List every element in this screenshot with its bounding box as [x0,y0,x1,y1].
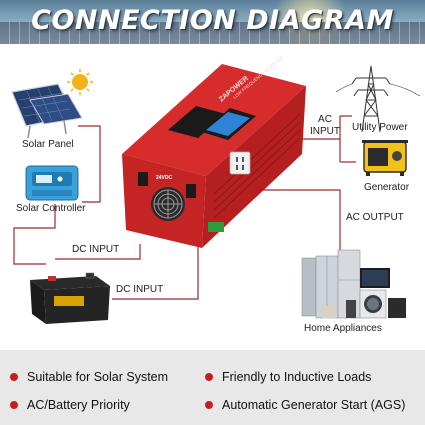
feature-item: Friendly to Inductive Loads [205,370,371,384]
bullet-dot-icon [205,401,213,409]
feature-text: AC/Battery Priority [27,398,130,412]
wire-controller-to-battery [13,204,56,265]
ac-output-label: AC OUTPUT [346,212,404,223]
wire-dc-input-2 [112,244,199,300]
diagram-area: Solar Panel Solar Controller AC INPUT Ut… [0,44,425,350]
wire-dc-input-1 [55,244,141,260]
feature-item: Automatic Generator Start (AGS) [205,398,405,412]
ac-input-label-line-1: AC [318,114,332,125]
dc-input-label-1: DC INPUT [72,244,120,255]
feature-text: Suitable for Solar System [27,370,169,384]
wire-panel-to-controller [78,125,101,203]
ac-input-label-line-2: INPUT [310,126,340,137]
generator-icon [362,140,408,176]
battery-icon [30,272,110,324]
bullet-dot-icon [10,401,18,409]
sun-icon [67,69,93,95]
solar-controller-label: Solar Controller [16,203,86,214]
features-band: Suitable for Solar System Friendly to In… [0,350,425,425]
inverter-voltage-badge: 24VDC [156,175,173,181]
feature-item: AC/Battery Priority [10,398,130,412]
wiring-lines [11,64,421,324]
page-title: CONNECTION DIAGRAM [31,5,394,36]
dc-input-label-2: DC INPUT [116,284,164,295]
wire-ac-output [250,189,341,258]
header-banner: CONNECTION DIAGRAM [0,0,425,44]
utility-power-label: Utility Power [352,122,408,133]
transmission-tower-icon [335,65,421,133]
bullet-dot-icon [205,373,213,381]
solar-controller-icon [25,165,79,201]
inverter-icon [122,64,306,248]
feature-text: Friendly to Inductive Loads [222,370,372,384]
home-appliances-icon [301,249,406,319]
generator-label: Generator [364,182,410,193]
header-solar-roof [0,22,425,44]
ac-input-label: AC INPUT [310,114,340,138]
feature-text: Automatic Generator Start (AGS) [222,398,406,412]
solar-panel-label: Solar Panel [22,139,74,150]
solar-panel-icon [11,83,83,139]
feature-item: Suitable for Solar System [10,370,168,384]
home-appliances-label: Home Appliances [304,323,382,334]
bullet-dot-icon [10,373,18,381]
